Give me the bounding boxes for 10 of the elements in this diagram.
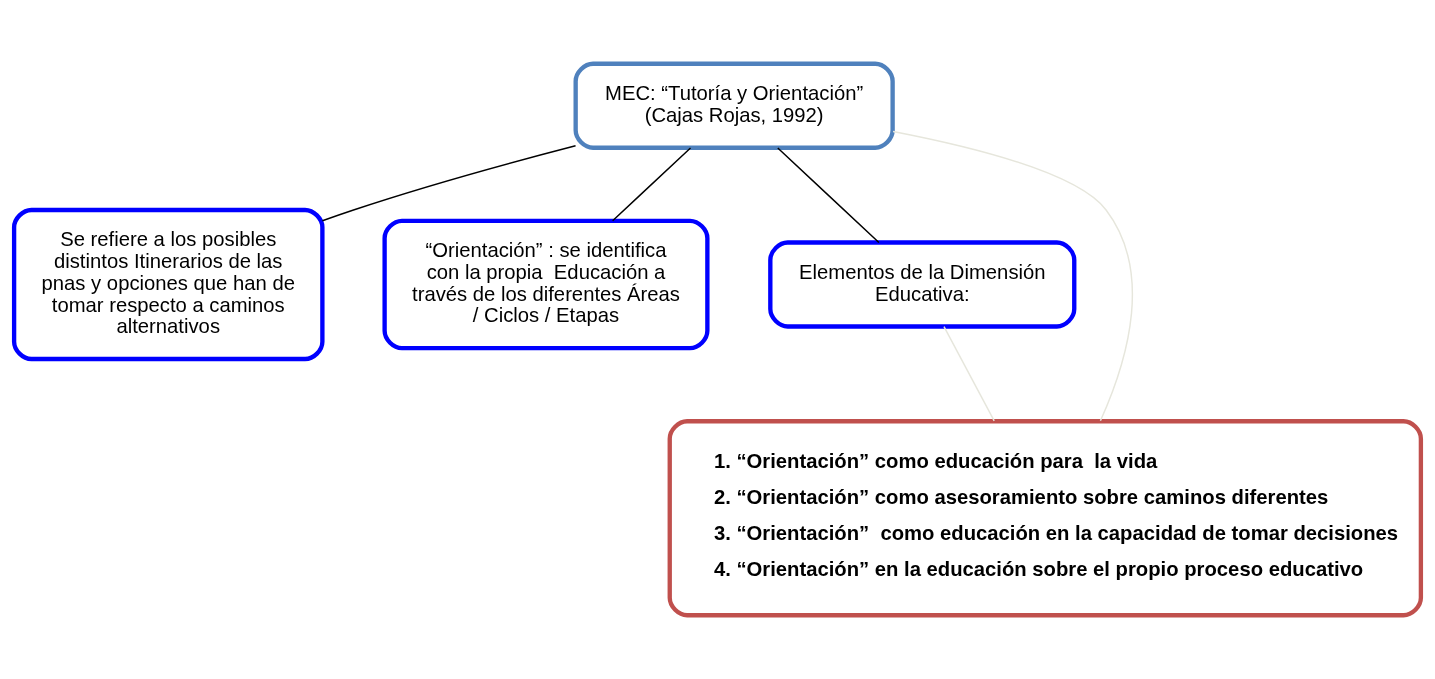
node-box: 1. “Orientación” como educación para la vida 2. “Orientación” como asesoramiento sobre caminos diferentes 3. “Orientación” como educación en la capacidad de tomar decisiones 4. “Orientación” en la educación sobre el propio proceso educativo <box>667 419 1424 618</box>
connector <box>611 147 692 222</box>
node-box: Elementos de la Dimensión Educativa: <box>768 240 1077 329</box>
connector <box>943 325 995 422</box>
node-box: Se refiere a los posibles distintos Itinerarios de las pnas y opciones que han de tomar respecto a caminos alternativos <box>11 207 325 362</box>
connector <box>321 145 577 222</box>
connector <box>892 130 1134 422</box>
node-box: “Orientación” : se identifica con la propia Educación a través de los diferentes Áreas / Ciclos / Etapas <box>382 218 710 351</box>
connector <box>777 147 880 244</box>
node-box: MEC: “Tutoría y Orientación” (Cajas Rojas, 1992) <box>573 61 895 150</box>
